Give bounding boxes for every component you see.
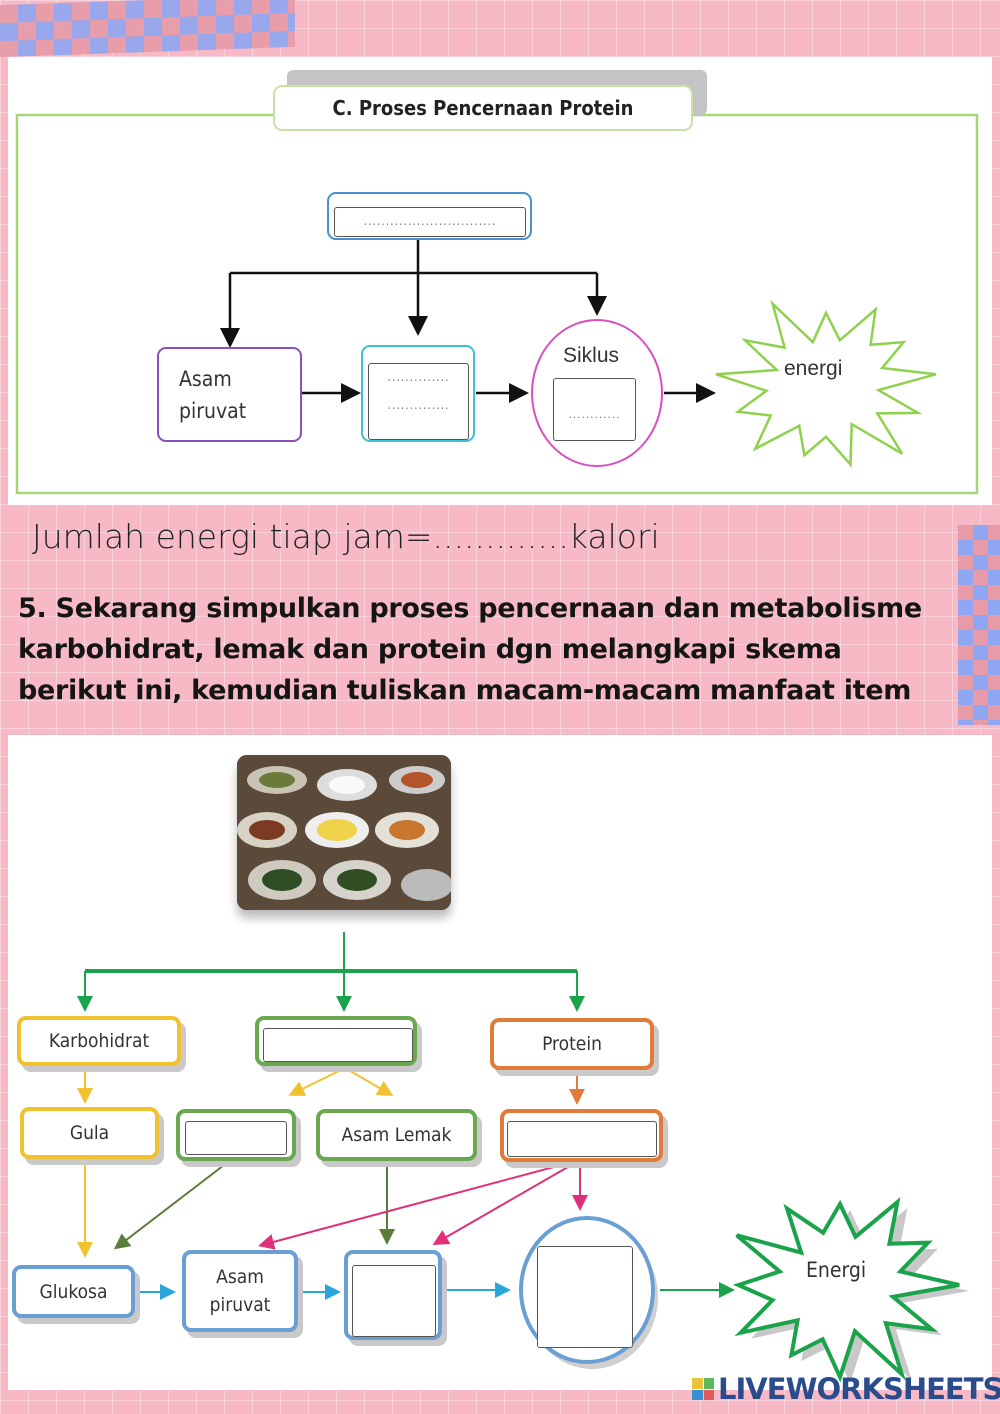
karbohidrat-box: Karbohidrat <box>17 1016 181 1066</box>
asetil-koa-box <box>344 1250 442 1340</box>
food-photo <box>237 755 451 910</box>
gula-box: Gula <box>20 1107 159 1159</box>
asam-amino-input[interactable] <box>507 1121 657 1157</box>
asam-amino-box <box>500 1109 663 1162</box>
cycle-input[interactable] <box>537 1246 633 1348</box>
asam-piruvat-line2: piruvat <box>179 398 247 423</box>
energi-starburst <box>732 1197 960 1383</box>
energy-per-hour-line: Jumlah energi tiap jam=.............kalo… <box>32 517 660 556</box>
asam-piruvat-scheme-box: Asam piruvat <box>182 1250 298 1332</box>
logo-icon <box>692 1378 714 1400</box>
asam-piruvat-line1: Asam <box>216 1266 264 1288</box>
blank-1: .............. <box>387 370 450 384</box>
siklus-label: Siklus <box>563 344 620 367</box>
top-blank-input[interactable]: .............................. <box>334 207 526 237</box>
decorative-checker-pattern <box>958 525 1000 725</box>
intermediate-input[interactable]: .............. .............. <box>368 363 469 440</box>
siklus-input[interactable]: ............ <box>553 378 636 441</box>
lemak-box <box>255 1016 417 1066</box>
gliserol-box <box>176 1109 296 1161</box>
energi-label: Energi <box>806 1258 867 1282</box>
asetil-koa-input[interactable] <box>352 1265 436 1337</box>
liveworksheets-logo: LIVEWORKSHEETS <box>692 1372 1000 1406</box>
energy-label: energi <box>784 357 843 380</box>
food-plates-image <box>237 755 451 910</box>
asam-piruvat-line1: Asam <box>179 366 232 391</box>
glukosa-box: Glukosa <box>12 1265 135 1318</box>
question-5: 5. Sekarang simpulkan proses pencernaan … <box>18 593 922 706</box>
asam-piruvat-box: Asam piruvat <box>157 347 302 442</box>
energy-starburst <box>715 299 937 468</box>
top-box: .............................. <box>327 192 532 240</box>
section-c-title: C. Proses Pencernaan Protein <box>273 85 693 131</box>
branding-text: LIVEWORKSHEETS <box>718 1372 1000 1406</box>
intermediate-box: .............. .............. <box>361 345 475 442</box>
asam-lemak-box: Asam Lemak <box>316 1109 477 1161</box>
lemak-input[interactable] <box>263 1028 413 1062</box>
blank-2: .............. <box>387 398 450 412</box>
asam-piruvat-line2: piruvat <box>209 1294 271 1316</box>
gliserol-input[interactable] <box>185 1121 287 1155</box>
protein-box: Protein <box>490 1018 654 1070</box>
